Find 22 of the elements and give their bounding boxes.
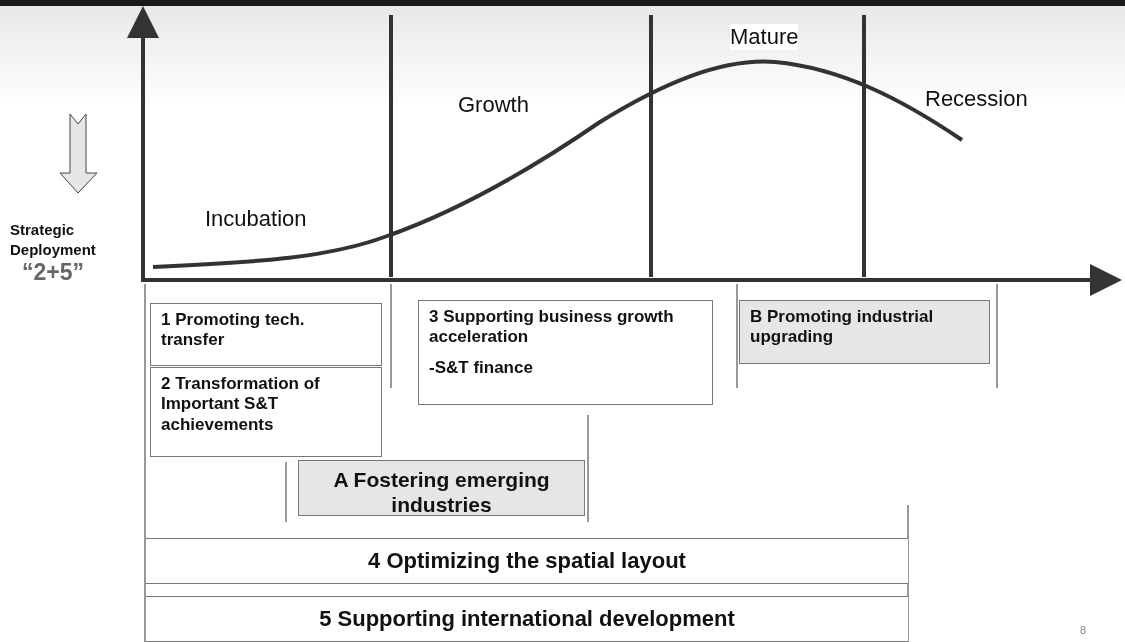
stage-label: Growth <box>458 92 529 118</box>
strategy-box <box>298 460 585 516</box>
box-text: 4 Optimizing the spatial layout <box>368 548 686 575</box>
stage-label: Recession <box>925 86 1028 112</box>
page-number: 8 <box>1080 624 1087 636</box>
stage-label: Incubation <box>205 206 307 232</box>
strategy-band <box>146 538 908 584</box>
box-text: B Promoting industrial upgrading <box>750 307 935 348</box>
strategy-box <box>739 300 990 364</box>
strategy-band <box>146 596 908 642</box>
strategy-box <box>418 300 713 405</box>
stage-label: Mature <box>730 24 799 50</box>
strategy-box <box>150 303 382 366</box>
side-heading: Strategic Deployment <box>10 220 97 259</box>
box-text: 5 Supporting international development <box>319 606 735 633</box>
strategy-number: “2+5” <box>22 259 84 286</box>
box-text: 3 Supporting business growth acceleration <box>429 307 675 348</box>
box-text: 2 Transformation of Important S&T achievements <box>161 374 321 436</box>
box-text: -S&T finance <box>429 357 533 379</box>
box-text: A Fostering emerging industries <box>332 467 551 518</box>
strategy-box <box>150 367 382 457</box>
box-text: 1 Promoting tech. transfer <box>161 310 306 351</box>
